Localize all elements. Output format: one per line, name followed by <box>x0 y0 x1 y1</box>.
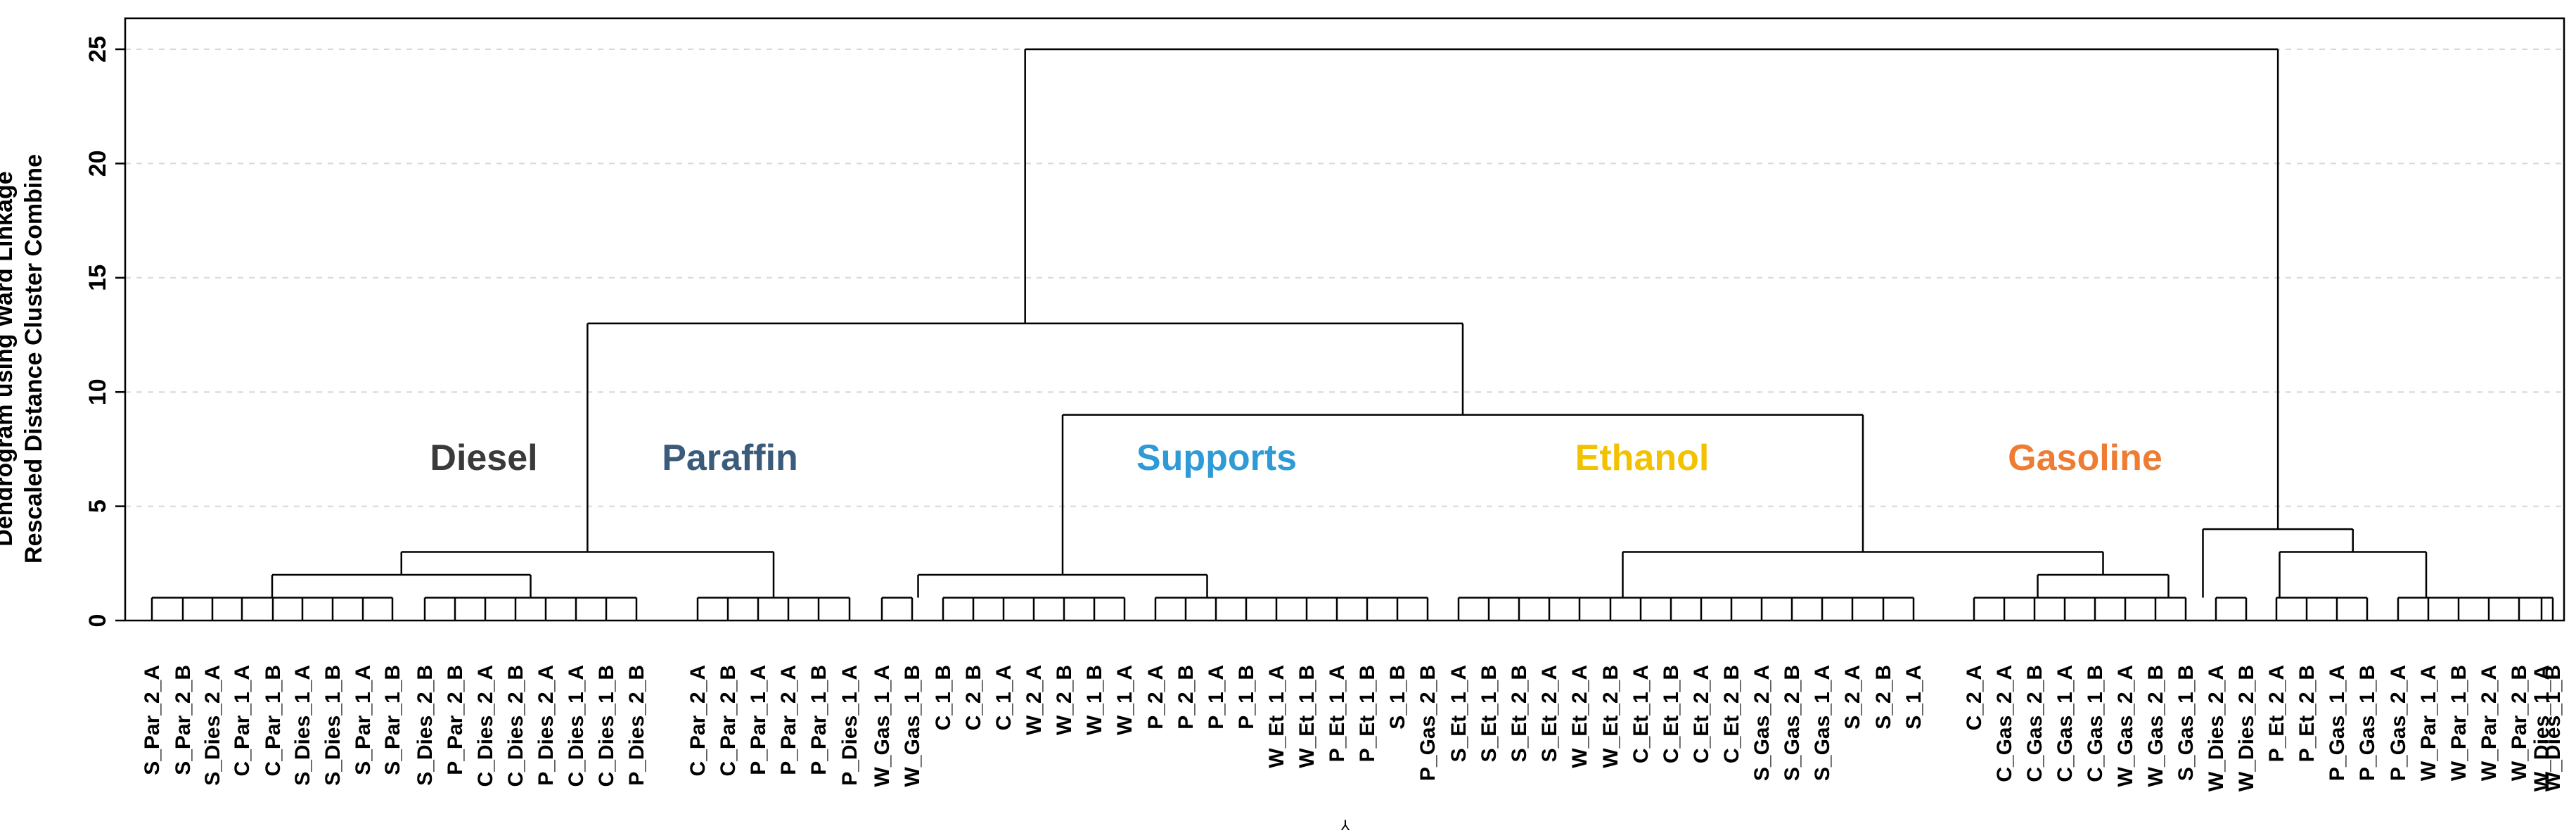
leaf-label: W_Dies_1_A <box>2530 665 2553 791</box>
leaf-label: W_1_A <box>1113 665 1136 735</box>
y-tick-label: 25 <box>84 36 111 63</box>
leaf-label: C_Dies_1_B <box>595 665 618 787</box>
leaf-label: C_2_A <box>1963 665 1986 730</box>
leaf-label: S_1_A <box>1902 665 1925 730</box>
leaf-label: P_Gas_1_A <box>2326 665 2349 781</box>
leaf-label: S_Et_1_A <box>1447 665 1470 762</box>
leaf-label: C_Gas_1_A <box>2053 665 2077 782</box>
leaf-label: S_Gas_1_A <box>1811 665 1834 781</box>
group-label-diesel: Diesel <box>430 438 537 478</box>
leaf-label: C_1_A <box>992 665 1015 730</box>
leaf-label: P_Par_2_B <box>444 665 467 775</box>
leaf-label: W_Par_2_A <box>2478 665 2501 781</box>
leaf-label: P_1_B <box>1235 665 1258 730</box>
leaf-label: P_Par_2_A <box>777 665 800 775</box>
leaf-label: W_2_A <box>1023 665 1046 735</box>
leaf-label: P_2_A <box>1144 665 1167 730</box>
leaf-label: W_Et_2_A <box>1568 665 1591 768</box>
leaf-label: W_Gas_1_B <box>901 665 924 787</box>
leaf-label: P_Dies_1_A <box>838 665 861 786</box>
leaf-label: S_Et_2_A <box>1538 665 1561 762</box>
leaf-label: P_Dies_2_B <box>625 665 648 786</box>
y-tick-label: 10 <box>84 379 111 405</box>
y-tick-label: 20 <box>84 150 111 177</box>
leaf-label: S_1_B <box>1386 665 1409 730</box>
leaf-label: S_Et_1_B <box>1478 665 1501 762</box>
leaf-label: C_Gas_2_B <box>2023 665 2046 782</box>
group-label-paraffin: Paraffin <box>662 438 798 478</box>
leaf-label: P_Et_2_A <box>2265 665 2288 762</box>
leaf-label: C_Dies_2_B <box>504 665 527 787</box>
leaf-label: P_Dies_2_A <box>534 665 558 786</box>
leaf-label: C_Par_1_B <box>262 665 285 776</box>
leaf-label: P_Et_1_A <box>1326 665 1349 762</box>
leaf-label: W_1_B <box>1083 665 1106 735</box>
leaf-label: C_Et_1_B <box>1660 665 1683 763</box>
leaf-label: W_Gas_2_B <box>2144 665 2167 787</box>
leaf-label: P_Gas_2_B <box>1416 665 1440 781</box>
leaf-label: P_1_A <box>1205 665 1228 730</box>
leaf-label: P_Gas_1_B <box>2356 665 2379 781</box>
leaf-label: S_Dies_1_A <box>291 665 314 786</box>
leaf-label: P_Et_1_B <box>1356 665 1379 762</box>
leaf-label: C_1_B <box>932 665 955 730</box>
leaf-label: W_Et_1_B <box>1295 665 1319 768</box>
leaf-label: P_2_B <box>1174 665 1198 730</box>
leaf-label: S_Par_2_A <box>141 665 164 775</box>
leaf-label: W_Par_1_A <box>2417 665 2440 781</box>
leaf-label: C_Par_2_B <box>717 665 740 776</box>
leaf-label: S_Par_1_A <box>352 665 375 775</box>
leaf-label: S_Par_2_B <box>172 665 195 775</box>
leaf-label: C_Par_2_A <box>686 665 710 776</box>
leaf-label: C_Dies_1_A <box>565 665 588 787</box>
leaf-label: S_Dies_2_B <box>414 665 437 786</box>
leaf-label: C_Gas_1_B <box>2084 665 2107 782</box>
leaf-label: P_Gas_2_A <box>2387 665 2410 781</box>
leaf-label: C_2_B <box>962 665 985 730</box>
leaf-label: S_Et_2_B <box>1508 665 1531 762</box>
leaf-label: P_Par_1_B <box>807 665 831 775</box>
leaf-label: C_Dies_2_A <box>474 665 497 787</box>
leaf-label: S_Gas_2_B <box>1781 665 1804 781</box>
leaf-labels: S_Par_2_A S_Par_2_B S_Dies_2_A C_Par_1_A C_P… <box>141 665 2565 791</box>
leaf-label: S_Dies_2_A <box>201 665 224 786</box>
leaf-label: W_Dies_2_B <box>2235 665 2258 791</box>
leaf-label: S_Dies_1_B <box>321 665 345 786</box>
y-tick-label: 5 <box>84 500 111 513</box>
leaf-label: P_Par_1_A <box>747 665 770 775</box>
leaf-label: W_Dies_2_A <box>2205 665 2228 791</box>
dendrogram-tree <box>150 48 2554 621</box>
group-label-ethanol: Ethanol <box>1575 438 1710 478</box>
leaf-label: P_Et_2_B <box>2295 665 2319 762</box>
group-labels: Diesel Paraffin Supports Ethanol Gasoline <box>430 438 2162 478</box>
leaf-label: W_Et_2_B <box>1599 665 1622 768</box>
leaf-label: W_Gas_1_A <box>871 665 894 787</box>
stray-mark: ⅄ <box>1340 818 1350 833</box>
y-ticks: 0 5 10 15 20 25 <box>84 36 125 627</box>
leaf-label: C_Et_1_A <box>1629 665 1653 763</box>
leaf-label: W_Et_1_A <box>1265 665 1288 768</box>
leaf-label: C_Et_2_A <box>1690 665 1713 763</box>
leaf-label: W_Par_1_B <box>2447 665 2471 781</box>
leaf-label: S_Gas_2_A <box>1750 665 1774 781</box>
group-label-gasoline: Gasoline <box>2008 438 2162 478</box>
leaf-label: S_2_B <box>1872 665 1895 730</box>
group-label-supports: Supports <box>1136 438 1297 478</box>
leaf-label: C_Gas_2_A <box>1993 665 2016 782</box>
y-tick-label: 0 <box>84 614 111 628</box>
leaf-label: W_2_B <box>1053 665 1076 735</box>
leaf-label: S_2_A <box>1841 665 1864 730</box>
leaf-label: C_Par_1_A <box>231 665 254 776</box>
leaf-label: W_Par_2_B <box>2508 665 2531 781</box>
leaf-label: W_Dies_1_B <box>2542 665 2565 791</box>
leaf-label: S_Par_1_B <box>381 665 404 775</box>
leaf-label: C_Et_2_B <box>1720 665 1743 763</box>
plot-frame <box>124 17 2565 622</box>
y-tick-label: 15 <box>84 265 111 291</box>
leaf-label: W_Gas_2_A <box>2114 665 2137 787</box>
leaf-label: S_Gas_1_B <box>2174 665 2198 781</box>
